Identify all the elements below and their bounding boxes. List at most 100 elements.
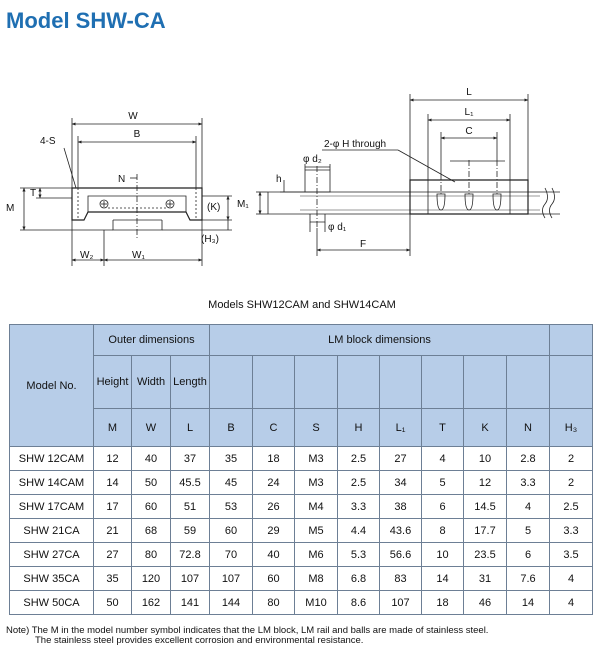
value-cell: 2.8 xyxy=(506,446,550,471)
value-cell: 3.5 xyxy=(549,542,593,567)
value-cell: 141 xyxy=(170,590,210,615)
height-subheader: Height xyxy=(93,355,132,409)
value-cell: 4 xyxy=(506,494,550,519)
value-cell: 70 xyxy=(209,542,253,567)
h3-group-cell xyxy=(549,324,593,356)
symbol-header: B xyxy=(209,408,253,447)
model-cell: SHW 14CAM xyxy=(9,470,94,495)
value-cell: 17.7 xyxy=(463,518,507,543)
value-cell: 38 xyxy=(379,494,422,519)
value-cell: 26 xyxy=(252,494,295,519)
value-cell: 5 xyxy=(506,518,550,543)
width-subheader: Width xyxy=(131,355,171,409)
value-cell: 40 xyxy=(252,542,295,567)
value-cell: 34 xyxy=(379,470,422,495)
label-L1: L₁ xyxy=(465,107,475,118)
symbol-header: S xyxy=(294,408,338,447)
value-cell: 5.3 xyxy=(337,542,380,567)
symbol-header: N xyxy=(506,408,550,447)
label-N: N xyxy=(118,174,125,185)
model-cell: SHW 35CA xyxy=(9,566,94,591)
model-cell: SHW 17CAM xyxy=(9,494,94,519)
value-cell: 23.5 xyxy=(463,542,507,567)
value-cell: 40 xyxy=(131,446,171,471)
value-cell: 4 xyxy=(549,566,593,591)
label-4S: 4-S xyxy=(40,136,56,147)
value-cell: M8 xyxy=(294,566,338,591)
value-cell: 80 xyxy=(131,542,171,567)
value-cell: 45 xyxy=(209,470,253,495)
label-T: T xyxy=(30,188,36,199)
model-cell: SHW 21CA xyxy=(9,518,94,543)
value-cell: 14 xyxy=(93,470,132,495)
value-cell: 24 xyxy=(252,470,295,495)
value-cell: 162 xyxy=(131,590,171,615)
value-cell: 4.4 xyxy=(337,518,380,543)
model-cell: SHW 27CA xyxy=(9,542,94,567)
value-cell: 80 xyxy=(252,590,295,615)
side-view xyxy=(256,94,560,256)
value-cell: M6 xyxy=(294,542,338,567)
label-L: L xyxy=(466,87,472,98)
symbol-header: L xyxy=(170,408,210,447)
value-cell: M10 xyxy=(294,590,338,615)
value-cell: M5 xyxy=(294,518,338,543)
label-M: M xyxy=(6,203,14,214)
value-cell: 2 xyxy=(549,446,593,471)
value-cell: 7.6 xyxy=(506,566,550,591)
label-C: C xyxy=(465,126,472,137)
value-cell: 3.3 xyxy=(549,518,593,543)
value-cell: 17 xyxy=(93,494,132,519)
value-cell: 27 xyxy=(93,542,132,567)
value-cell: 53 xyxy=(209,494,253,519)
outer-dimensions-header: Outer dimensions xyxy=(93,324,210,356)
value-cell: 3.3 xyxy=(337,494,380,519)
value-cell: 50 xyxy=(93,590,132,615)
label-M1: M₁ xyxy=(237,199,249,210)
value-cell: 27 xyxy=(379,446,422,471)
label-W2: W₂ xyxy=(80,250,93,261)
label-d1: φ d₁ xyxy=(328,222,347,233)
value-cell: 59 xyxy=(170,518,210,543)
length-subheader: Length xyxy=(170,355,210,409)
value-cell: 107 xyxy=(170,566,210,591)
value-cell: 31 xyxy=(463,566,507,591)
label-F: F xyxy=(360,239,366,250)
figure-caption: Models SHW12CAM and SHW14CAM xyxy=(208,299,396,311)
value-cell: 10 xyxy=(463,446,507,471)
label-K: (K) xyxy=(207,202,220,213)
label-W1: W₁ xyxy=(132,250,145,261)
value-cell: 72.8 xyxy=(170,542,210,567)
label-W: W xyxy=(128,111,138,122)
value-cell: 107 xyxy=(379,590,422,615)
value-cell: 8.6 xyxy=(337,590,380,615)
symbol-header: T xyxy=(421,408,464,447)
value-cell: 3.3 xyxy=(506,470,550,495)
value-cell: 14.5 xyxy=(463,494,507,519)
value-cell: 83 xyxy=(379,566,422,591)
model-cell: SHW 50CA xyxy=(9,590,94,615)
value-cell: 4 xyxy=(549,590,593,615)
label-H3: (H₃) xyxy=(201,234,219,245)
value-cell: 12 xyxy=(93,446,132,471)
value-cell: 35 xyxy=(209,446,253,471)
value-cell: 120 xyxy=(131,566,171,591)
value-cell: 46 xyxy=(463,590,507,615)
value-cell: 50 xyxy=(131,470,171,495)
value-cell: 37 xyxy=(170,446,210,471)
value-cell: 5 xyxy=(421,470,464,495)
value-cell: 2.5 xyxy=(549,494,593,519)
value-cell: 18 xyxy=(252,446,295,471)
value-cell: 14 xyxy=(421,566,464,591)
value-cell: 2.5 xyxy=(337,470,380,495)
value-cell: 6 xyxy=(506,542,550,567)
value-cell: 2 xyxy=(549,470,593,495)
lm-block-dimensions-header: LM block dimensions xyxy=(209,324,550,356)
value-cell: 6.8 xyxy=(337,566,380,591)
value-cell: 144 xyxy=(209,590,253,615)
value-cell: 51 xyxy=(170,494,210,519)
